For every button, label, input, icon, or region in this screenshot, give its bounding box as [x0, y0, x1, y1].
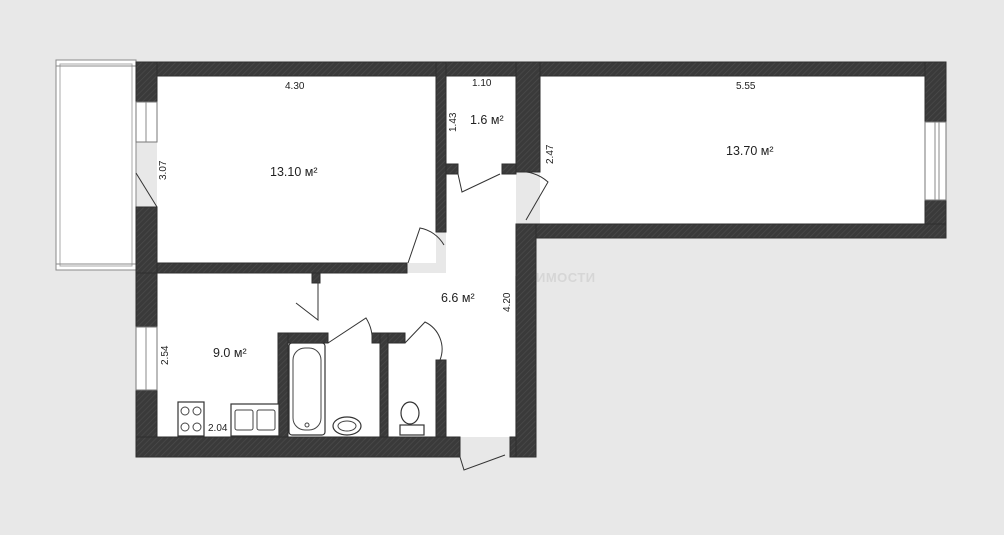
- toilet: [399, 401, 425, 436]
- bathtub: [288, 342, 326, 436]
- walls: [135, 61, 947, 458]
- storage-area: 1.6 м²: [470, 113, 504, 127]
- room-left-depth: 3.07: [158, 160, 169, 180]
- doors: [135, 171, 549, 471]
- kitchen-area: 9.0 м²: [213, 346, 247, 360]
- kitchen-depth: 2.54: [160, 345, 171, 365]
- room-right-area: 13.70 м²: [726, 144, 774, 158]
- kitchen-sink: [230, 403, 280, 437]
- stove: [177, 401, 205, 437]
- balcony: [55, 59, 137, 271]
- washbasin: [332, 416, 362, 436]
- hall-area: 6.6 м²: [441, 291, 475, 305]
- room-right-depth: 2.47: [545, 144, 556, 164]
- kitchen-width: 2.04: [208, 423, 228, 434]
- floor-areas: [157, 76, 925, 437]
- watermark: ИМОСТИ: [536, 270, 596, 285]
- fixtures: [177, 342, 425, 437]
- room-left-width: 4.30: [285, 81, 305, 92]
- room-right-width: 5.55: [736, 81, 756, 92]
- windows: [135, 101, 947, 391]
- hall-length: 4.20: [502, 292, 513, 312]
- storage-depth: 1.43: [448, 112, 459, 132]
- room-left-area: 13.10 м²: [270, 165, 318, 179]
- storage-width: 1.10: [472, 78, 492, 89]
